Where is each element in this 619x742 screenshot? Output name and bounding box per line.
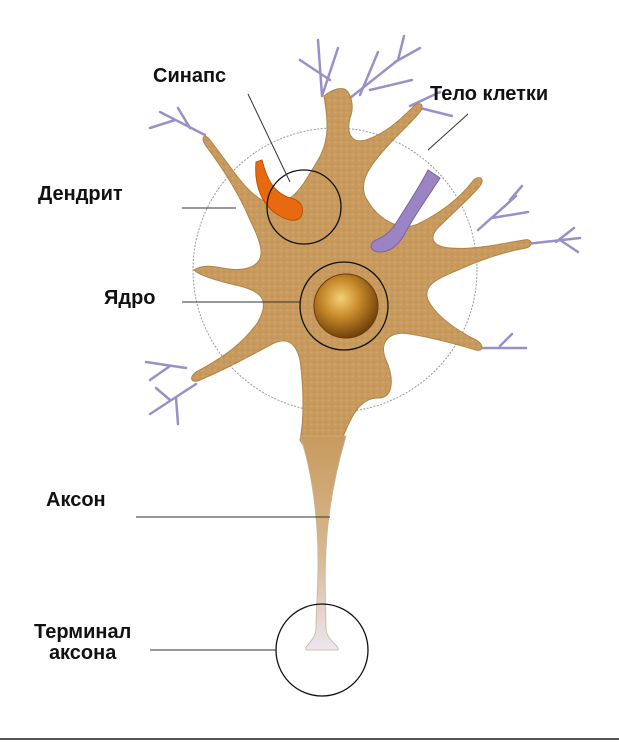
synapse-purple-terminal <box>370 169 441 253</box>
axon <box>299 435 347 651</box>
synapse-circle <box>266 169 342 245</box>
label-axon-terminal: Терминал аксона <box>34 622 131 664</box>
dendrite-tips <box>144 34 582 426</box>
nucleus <box>313 273 379 339</box>
label-axon-terminal-line1: Терминал <box>34 621 132 643</box>
cell-texture <box>191 88 532 455</box>
bottom-rule <box>0 738 619 740</box>
label-axon-terminal-line2: аксона <box>48 642 117 664</box>
label-nucleus: Ядро <box>104 287 156 309</box>
nucleus-circle <box>299 261 389 351</box>
label-synapse: Синапс <box>153 65 227 87</box>
label-cell-body: Тело клетки <box>430 83 549 105</box>
label-axon: Аксон <box>46 489 106 511</box>
leader-lines <box>136 93 469 651</box>
label-dendrite: Дендрит <box>38 183 123 205</box>
